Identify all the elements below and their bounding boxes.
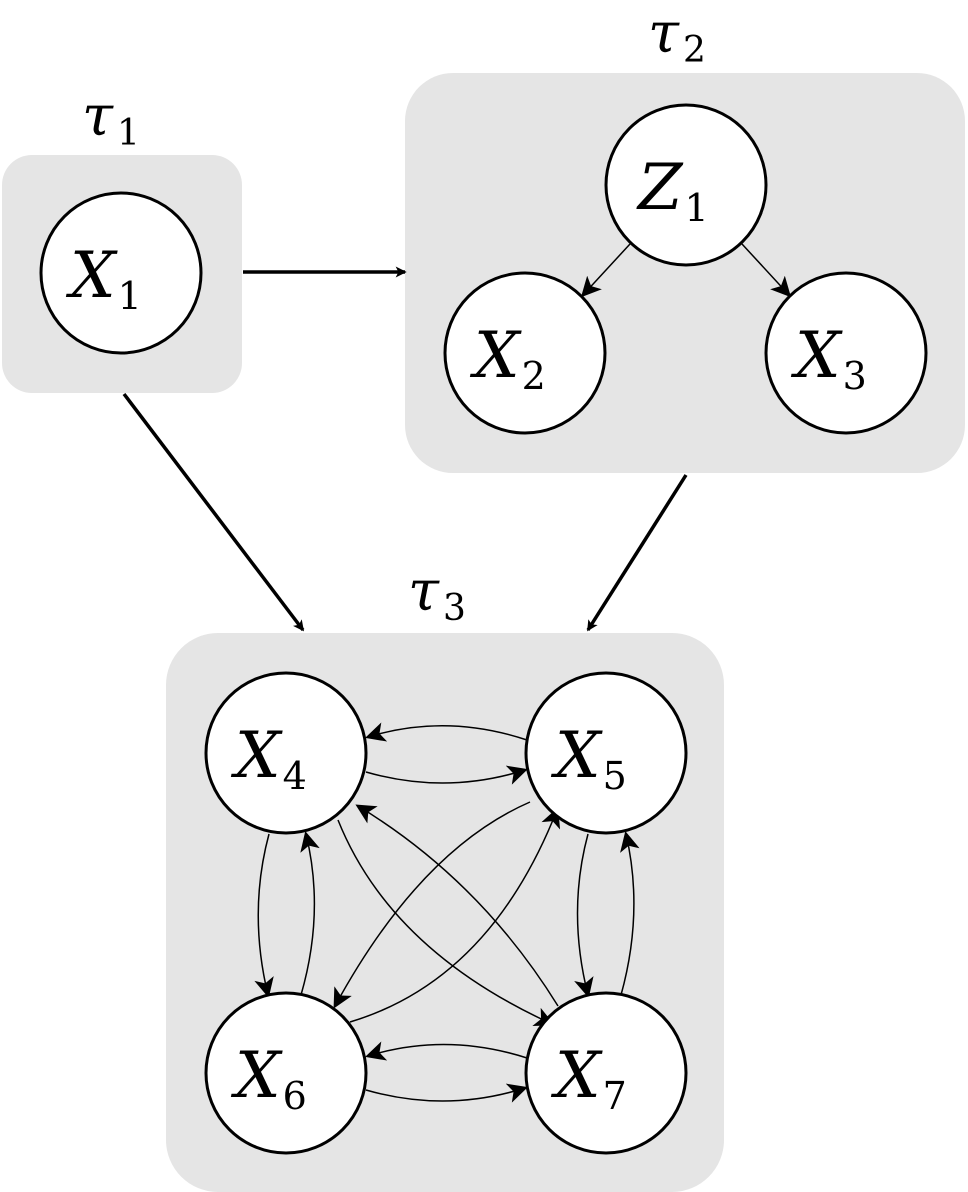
svg-text:X1: X1 xyxy=(65,239,142,318)
cluster-tau1-title: τ xyxy=(82,84,114,149)
svg-text:τ3: τ3 xyxy=(408,559,466,629)
edge-x5-to-x6 xyxy=(333,801,531,1009)
node-x4-subscript: 4 xyxy=(283,754,307,798)
node-x2-subscript: 2 xyxy=(522,354,546,398)
node-z1: Z1 xyxy=(604,103,768,267)
edge-x5-to-x4 xyxy=(365,722,528,742)
svg-text:X6: X6 xyxy=(230,1039,307,1118)
svg-text:X5: X5 xyxy=(550,719,627,798)
edge-x7-to-x6 xyxy=(365,1041,528,1061)
node-x5: X5 xyxy=(524,671,688,835)
edge-x6-to-x7 xyxy=(365,1083,528,1103)
cluster-tau2-title: τ xyxy=(648,1,680,66)
node-x4-label: X xyxy=(230,719,283,793)
edge-z1-to-x2 xyxy=(580,243,631,298)
edge-x7-to-x5 xyxy=(620,831,640,996)
node-x6-label: X xyxy=(230,1039,283,1113)
cluster-tau3-title: τ xyxy=(408,559,440,624)
svg-text:X7: X7 xyxy=(550,1039,627,1118)
node-x1-subscript: 1 xyxy=(118,274,142,318)
edge-tau1-to-tau3 xyxy=(122,392,305,632)
node-x5-label: X xyxy=(550,719,603,793)
svg-text:X3: X3 xyxy=(790,319,867,398)
node-x6-subscript: 6 xyxy=(283,1074,307,1118)
node-x7: X7 xyxy=(524,991,688,1155)
node-x2: X2 xyxy=(443,271,607,435)
node-x6: X6 xyxy=(204,991,368,1155)
node-x2-label: X xyxy=(469,319,522,393)
node-x1-label: X xyxy=(65,239,118,313)
edge-x6-to-x5 xyxy=(349,807,561,1023)
edge-x6-to-x4 xyxy=(300,831,320,996)
svg-text:τ2: τ2 xyxy=(648,1,706,71)
svg-text:Z1: Z1 xyxy=(636,151,709,230)
cluster-tau2-subscript: 2 xyxy=(683,30,706,71)
edge-z1-to-x3 xyxy=(741,243,792,298)
node-z1-label: Z xyxy=(636,151,684,225)
edge-x7-to-x4 xyxy=(355,804,559,1007)
edge-x4-to-x6 xyxy=(254,833,274,998)
edge-x4-to-x5 xyxy=(365,765,528,785)
node-x1: X1 xyxy=(39,191,203,355)
cluster-tau1-subscript: 1 xyxy=(117,113,140,154)
node-x7-label: X xyxy=(550,1039,603,1113)
node-x4: X4 xyxy=(204,671,368,835)
edge-x5-to-x7 xyxy=(574,833,594,998)
cluster-tau3-subscript: 3 xyxy=(443,588,466,629)
node-x3: X3 xyxy=(764,271,928,435)
edge-x4-to-x7 xyxy=(337,819,555,1027)
edge-tau2-to-tau3 xyxy=(586,474,688,632)
node-x7-subscript: 7 xyxy=(603,1074,627,1118)
node-x3-label: X xyxy=(790,319,843,393)
svg-text:X2: X2 xyxy=(469,319,546,398)
node-x5-subscript: 5 xyxy=(603,754,627,798)
svg-text:τ1: τ1 xyxy=(82,84,140,154)
svg-text:X4: X4 xyxy=(230,719,307,798)
node-x3-subscript: 3 xyxy=(843,354,867,398)
node-z1-subscript: 1 xyxy=(684,186,708,230)
